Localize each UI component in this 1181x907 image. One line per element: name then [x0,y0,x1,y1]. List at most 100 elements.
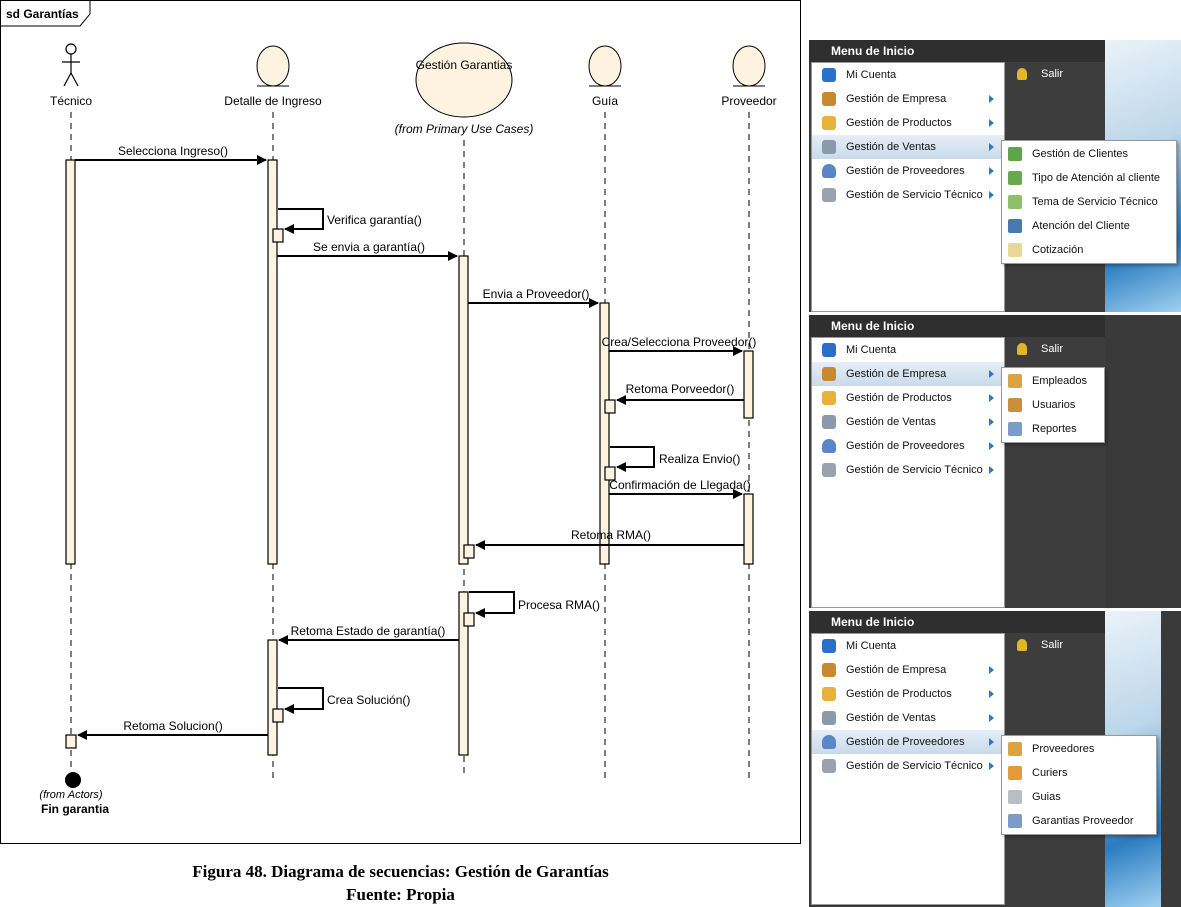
sequence-diagram: sd Garantías Técnico Detalle de Ingreso … [0,0,801,844]
submenu-item-reportes[interactable]: Reportes [1002,417,1104,441]
menu-header: Menu de Inicio [809,611,1105,633]
submenu-item-atencion-cliente[interactable]: Atención del Cliente [1002,214,1176,238]
message-label: Confirmación de Llegada() [609,478,750,492]
message-label: Selecciona Ingreso() [118,144,228,158]
cart-icon [822,711,836,725]
chevron-right-icon [989,119,994,127]
menu-item-label: Gestión de Proveedores [846,440,965,452]
submenu-item-tema-servicio[interactable]: Tema de Servicio Técnico [1002,190,1176,214]
submenu-item-garantias-proveedor[interactable]: Garantias Proveedor [1002,809,1156,833]
message-label: Verifica garantía() [327,213,422,227]
message-label: Se envia a garantía() [313,240,425,254]
submenu-item-curiers[interactable]: Curiers [1002,761,1156,785]
menu-item-label: Gestión de Servicio Técnico [846,189,983,201]
chevron-right-icon [989,466,994,474]
lifeline-guia: Guía [588,45,622,108]
menu-item-gestion-servicio-tecnico[interactable]: Gestión de Servicio Técnico [812,458,1004,482]
end-note: (from Actors) [39,789,102,801]
submenu-empresa: Empleados Usuarios Reportes [1001,367,1105,443]
lifeline-label: Gestión Garantias [416,58,513,72]
submenu-item-empleados[interactable]: Empleados [1002,369,1104,393]
chevron-right-icon [989,143,994,151]
menu-dark-column [1005,315,1105,608]
submenu-item-guias[interactable]: Guias [1002,785,1156,809]
house-icon [822,367,836,381]
submenu-item-proveedores[interactable]: Proveedores [1002,737,1156,761]
menu-item-mi-cuenta[interactable]: Mi Cuenta [812,63,1004,87]
menu-item-label: Gestión de Empresa [846,93,947,105]
wrench-icon [822,759,836,773]
salir-link[interactable]: Salir [1017,343,1064,356]
key-icon [1017,343,1027,356]
lifeline-label: Guía [592,94,618,108]
chevron-right-icon [989,714,994,722]
menu-item-gestion-servicio-tecnico[interactable]: Gestión de Servicio Técnico [812,754,1004,778]
user-icon [822,164,836,178]
users-icon [1008,374,1022,388]
submenu-item-cotizacion[interactable]: Cotización [1002,238,1176,262]
submenu-item-gestion-clientes[interactable]: Gestión de Clientes [1002,142,1176,166]
message-label: Crea Solución() [327,693,410,707]
figure-caption: Figura 48. Diagrama de secuencias: Gesti… [192,862,609,881]
menu-list: Mi Cuenta Gestión de Empresa Gestión de … [811,337,1005,608]
report-icon [1008,814,1022,828]
message-label: Retoma Solucion() [123,719,222,733]
submenu-item-label: Tema de Servicio Técnico [1032,196,1158,208]
lifeline-proveedor: Proveedor [721,45,777,108]
submenu-ventas: Gestión de Clientes Tipo de Atención al … [1001,140,1177,264]
box-icon [822,116,836,130]
chevron-right-icon [989,762,994,770]
menu-item-gestion-productos[interactable]: Gestión de Productos [812,386,1004,410]
salir-link[interactable]: Salir [1017,639,1064,652]
menu-item-gestion-empresa[interactable]: Gestión de Empresa [812,87,1004,111]
lock-icon [822,639,836,653]
menu-item-mi-cuenta[interactable]: Mi Cuenta [812,338,1004,362]
menu-item-gestion-servicio-tecnico[interactable]: Gestión de Servicio Técnico [812,183,1004,207]
submenu-item-label: Gestión de Clientes [1032,148,1128,160]
salir-link[interactable]: Salir [1017,68,1063,81]
chevron-right-icon [989,666,994,674]
menu-item-gestion-proveedores[interactable]: Gestión de Proveedores [812,159,1004,183]
menu-item-gestion-ventas[interactable]: Gestión de Ventas [812,706,1004,730]
submenu-item-label: Proveedores [1032,743,1095,755]
menu-item-gestion-proveedores[interactable]: Gestión de Proveedores [812,730,1004,754]
menu-item-label: Mi Cuenta [846,344,897,356]
chevron-right-icon [989,167,994,175]
submenu-item-label: Garantias Proveedor [1032,815,1134,827]
chevron-right-icon [989,442,994,450]
chevron-right-icon [989,370,994,378]
menu-item-mi-cuenta[interactable]: Mi Cuenta [812,634,1004,658]
submenu-item-usuarios[interactable]: Usuarios [1002,393,1104,417]
menu-header: Menu de Inicio [809,315,1105,337]
arrow-card-icon [1008,171,1022,185]
chevron-right-icon [989,95,994,103]
menu-item-label: Gestión de Ventas [846,416,936,428]
lock-icon [822,343,836,357]
menu-item-label: Gestión de Productos [846,392,952,404]
menu-item-label: Mi Cuenta [846,69,897,81]
message-label: Envia a Proveedor() [483,287,590,301]
message-label: Retoma RMA() [571,528,651,542]
menu-item-gestion-ventas[interactable]: Gestión de Ventas [812,135,1004,159]
lifeline-note: (from Primary Use Cases) [395,122,534,136]
salir-label: Salir [1041,639,1064,651]
activation-bars [65,159,754,756]
menu-item-gestion-productos[interactable]: Gestión de Productos [812,111,1004,135]
boundary-icon [588,45,622,87]
message-label: Retoma Estado de garantía() [291,624,446,638]
chevron-right-icon [989,690,994,698]
menu-item-gestion-empresa[interactable]: Gestión de Empresa [812,362,1004,386]
menu-item-label: Gestión de Empresa [846,368,947,380]
end-label: Fin garantia [41,802,109,816]
menu-item-gestion-ventas[interactable]: Gestión de Ventas [812,410,1004,434]
menu-item-gestion-productos[interactable]: Gestión de Productos [812,682,1004,706]
submenu-item-tipo-atencion[interactable]: Tipo de Atención al cliente [1002,166,1176,190]
message-label: Crea/Selecciona Proveedor() [602,335,757,349]
figure-source: Fuente: Propia [346,885,455,904]
phone-icon [1008,219,1022,233]
menu-item-gestion-proveedores[interactable]: Gestión de Proveedores [812,434,1004,458]
menu-item-gestion-empresa[interactable]: Gestión de Empresa [812,658,1004,682]
menu-item-label: Gestión de Ventas [846,712,936,724]
cart-icon [822,415,836,429]
salir-label: Salir [1041,343,1064,355]
